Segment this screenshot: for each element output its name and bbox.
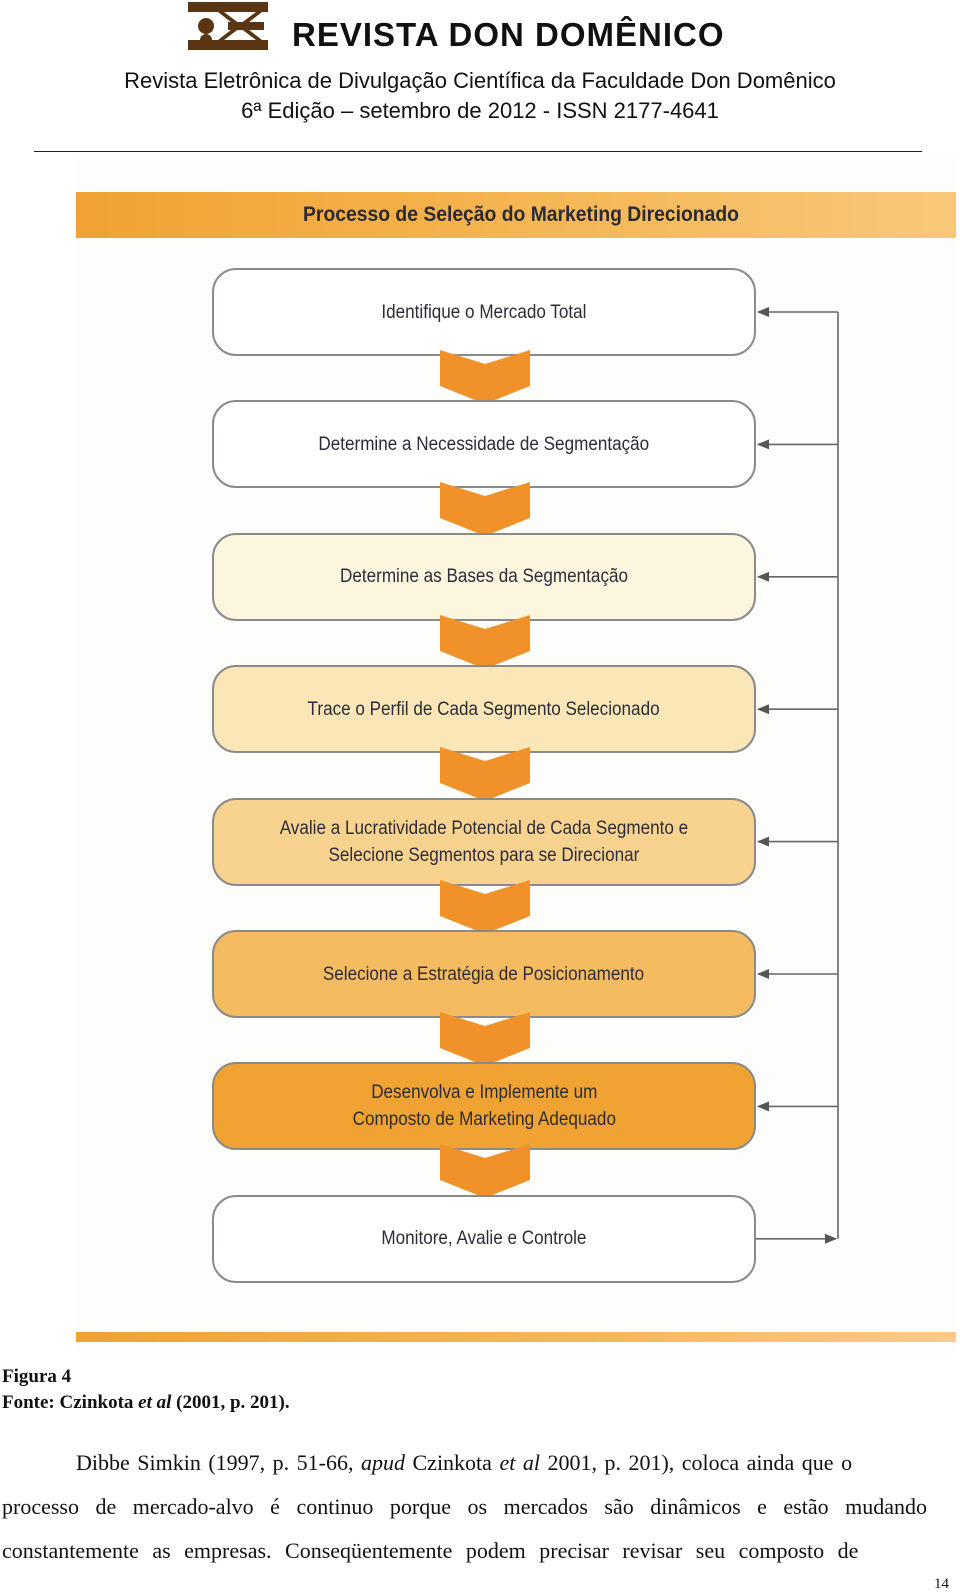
process-step: Desenvolva e Implemente um Composto de M… <box>212 1062 756 1151</box>
process-step: Avalie a Lucratividade Potencial de Cada… <box>212 797 756 886</box>
page-number: 14 <box>934 1576 949 1592</box>
process-step: Determine a Necessidade de Segmentação <box>212 400 756 489</box>
process-step-label: Selecione a Estratégia de Posicionamento <box>323 963 645 985</box>
body-line-1: Dibbe Simkin (1997, p. 51-66, apud Czink… <box>76 1450 853 1475</box>
down-chevron-icon <box>440 747 530 802</box>
down-chevron-icon <box>440 350 530 404</box>
process-step: Trace o Perfil de Cada Segmento Selecion… <box>212 665 756 754</box>
down-chevron-icon <box>440 482 530 537</box>
down-chevron-icon <box>440 614 530 669</box>
journal-title: REVISTA DON DOMÊNICO <box>292 16 725 53</box>
figure-label: Figura 4 <box>2 1366 72 1387</box>
process-step: Monitore, Avalie e Controle <box>212 1194 756 1283</box>
figure-title-banner <box>76 192 956 238</box>
process-step: Selecione a Estratégia de Posicionamento <box>212 930 756 1018</box>
body-line-2: processo de mercado-alvo é continuo porq… <box>2 1494 927 1519</box>
process-step-label: Identifique o Mercado Total <box>381 301 587 323</box>
process-step-label: Determine as Bases da Segmentação <box>339 566 628 588</box>
edition-line: 6ª Edição – setembro de 2012 - ISSN 2177… <box>241 98 719 123</box>
process-step-label: Avalie a Lucratividade Potencial de Cada… <box>279 817 689 866</box>
figure-source: Fonte: Czinkota et al (2001, p. 201). <box>2 1392 290 1413</box>
figure-title: Processo de Seleção do Marketing Direcio… <box>303 203 739 226</box>
journal-logo <box>188 2 268 50</box>
process-step-label: Trace o Perfil de Cada Segmento Selecion… <box>307 698 661 720</box>
process-step: Determine as Bases da Segmentação <box>212 532 756 621</box>
process-step-label: Desenvolva e Implemente um Composto de M… <box>352 1082 616 1131</box>
down-chevron-icon <box>440 1012 530 1066</box>
process-step: Identifique o Mercado Total <box>212 268 756 356</box>
down-chevron-icon <box>440 879 530 934</box>
process-step-label: Monitore, Avalie e Controle <box>381 1228 587 1250</box>
journal-subtitle: Revista Eletrônica de Divulgação Científ… <box>124 68 836 93</box>
down-chevron-icon <box>440 1144 530 1199</box>
figure-bottom-rule <box>76 1332 956 1342</box>
body-line-3: constantemente as empresas. Conseqüentem… <box>2 1538 859 1563</box>
header-divider <box>34 151 922 152</box>
process-step-label: Determine a Necessidade de Segmentação <box>318 433 650 455</box>
